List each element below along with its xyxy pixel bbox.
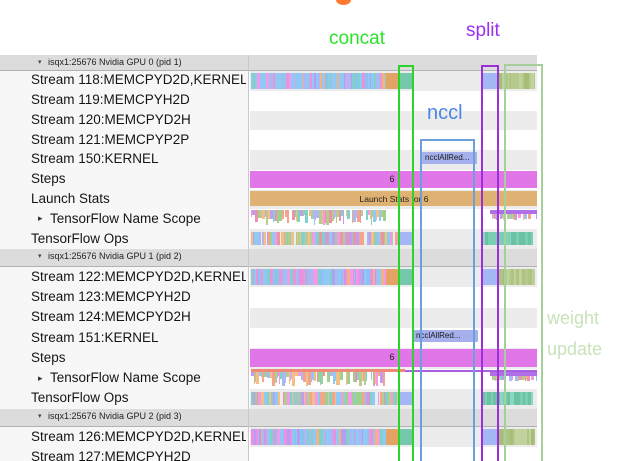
row-label: TensorFlow Name Scope [50, 370, 201, 386]
concat-annotation-label: concat [329, 28, 385, 49]
row-label-cell[interactable]: Steps [0, 170, 248, 190]
expander-icon[interactable]: ▸ [38, 372, 43, 383]
nccl-allreduce-event-label: ncclAllRed... [416, 330, 461, 340]
row-label: TensorFlow Ops [31, 230, 129, 246]
row-label: TensorFlow Ops [31, 390, 129, 406]
steps-bar-label: 6 [389, 352, 395, 363]
row-label-cell[interactable]: Steps [0, 348, 248, 368]
row-label-cell[interactable]: TensorFlow Ops [0, 389, 248, 409]
row-label: Launch Stats [31, 191, 110, 207]
row-label-cell[interactable]: Stream 122:MEMCPYD2D,KERNEL,MI [0, 267, 248, 287]
stream-activity-bar[interactable] [251, 269, 386, 286]
stream-concat-segment[interactable] [400, 429, 414, 446]
split-annotation-box [481, 65, 499, 461]
namescope-purple-bar[interactable] [490, 209, 537, 214]
steps-bar[interactable] [250, 170, 537, 188]
row-label-cell[interactable]: Stream 119:MEMCPYH2D [0, 91, 248, 111]
nccl-allreduce-event-label: ncclAllRed... [425, 153, 470, 163]
row-label-cell[interactable]: Stream 120:MEMCPYD2H [0, 111, 248, 131]
collapse-triangle-icon[interactable]: ▾ [38, 253, 42, 261]
stream-weight-update-segment[interactable] [498, 73, 535, 89]
stream-concat-segment[interactable] [400, 73, 414, 89]
row-label-cell[interactable]: Stream 150:KERNEL [0, 150, 248, 170]
stream-activity-bar[interactable] [251, 73, 386, 89]
row-label-cell[interactable]: Stream 118:MEMCPYD2D,KERNEL,ME [0, 71, 248, 91]
split-annotation-label: split [466, 20, 500, 41]
row-label: Stream 118:MEMCPYD2D,KERNEL,ME [31, 72, 246, 88]
weight-update-annotation-box [504, 64, 543, 461]
stream-orange-segment[interactable] [386, 269, 400, 286]
row-label-cell[interactable]: Stream 124:MEMCPYD2H [0, 308, 248, 328]
gpu-section-title: isqx1:25676 Nvidia GPU 2 (pid 3) [48, 411, 182, 422]
weight-update-line2: update [547, 339, 603, 359]
row-label: Stream 122:MEMCPYD2D,KERNEL,MI [31, 268, 246, 284]
row-label: Stream 121:MEMCPYP2P [31, 131, 190, 147]
weight-update-line1: weight [547, 308, 600, 328]
steps-bar-label: 6 [389, 173, 395, 184]
tf-ops-ticks[interactable] [251, 232, 400, 245]
row-label-cell[interactable]: Stream 123:MEMCPYH2D [0, 287, 248, 307]
row-label: Stream 150:KERNEL [31, 151, 159, 167]
label-column [0, 267, 248, 410]
namescope-purple-line [405, 369, 537, 372]
row-label-cell[interactable]: Launch Stats [0, 190, 248, 210]
nccl-annotation-box [420, 139, 475, 461]
stream-activity-bar[interactable] [251, 429, 386, 446]
stream-concat-segment[interactable] [400, 269, 414, 286]
concat-annotation-box [398, 65, 414, 461]
collapse-triangle-icon[interactable]: ▾ [38, 413, 42, 421]
row-label-cell[interactable]: Stream 121:MEMCPYP2P [0, 130, 248, 150]
row-label: Steps [31, 171, 66, 187]
row-label-cell[interactable]: Stream 127:MEMCPYH2D [0, 447, 248, 461]
row-label-cell[interactable]: TensorFlow Ops [0, 229, 248, 249]
row-label-cell[interactable]: Stream 126:MEMCPYD2D,KERNEL,MI [0, 427, 248, 447]
row-label-cell[interactable]: Stream 151:KERNEL [0, 328, 248, 348]
row-label-cell[interactable]: ▸ TensorFlow Name Scope [0, 369, 248, 389]
launch-stats-bar-label: Launch Stats for 6 [359, 193, 429, 204]
row-label: Stream 127:MEMCPYH2D [31, 448, 191, 461]
namescope-ticks[interactable] [251, 210, 386, 226]
row-label: Stream 119:MEMCPYH2D [31, 92, 190, 108]
collapse-triangle-icon[interactable]: ▾ [38, 59, 42, 66]
stream-weight-update-segment[interactable] [498, 429, 535, 446]
namescope-ticks[interactable] [251, 371, 386, 387]
stream-split-segment[interactable] [483, 429, 497, 446]
weight-update-annotation-label: weight update [547, 303, 602, 365]
nccl-allreduce-event[interactable]: ncclAllRed... [422, 152, 477, 165]
gpu-section-title: isqx1:25676 Nvidia GPU 1 (pid 2) [48, 251, 182, 262]
gpu-section-header[interactable]: ▾ isqx1:25676 Nvidia GPU 2 (pid 3) [0, 409, 537, 428]
label-column [0, 427, 248, 461]
expander-icon[interactable]: ▸ [38, 213, 43, 224]
gpu-section-header[interactable]: ▾ isqx1:25676 Nvidia GPU 1 (pid 2) [0, 249, 537, 268]
nccl-annotation-label: nccl [427, 102, 463, 124]
nccl-allreduce-event[interactable]: ncclAllRed... [413, 329, 478, 342]
tf-ops-concat-block[interactable] [400, 391, 413, 406]
row-label: Stream 120:MEMCPYD2H [31, 111, 191, 127]
stream-orange-segment[interactable] [386, 73, 400, 89]
row-label: Stream 123:MEMCPYH2D [31, 288, 191, 304]
namescope-marker-line [251, 369, 405, 372]
cutoff-text-fragment [336, 0, 351, 5]
timeline-row-bg [250, 110, 537, 131]
row-label-cell[interactable]: ▸ TensorFlow Name Scope [0, 209, 248, 229]
label-column [0, 71, 248, 250]
gpu-section-title: isqx1:25676 Nvidia GPU 0 (pid 1) [48, 57, 182, 67]
tf-ops-concat-block[interactable] [400, 232, 413, 245]
steps-bar[interactable] [250, 349, 537, 367]
row-label: TensorFlow Name Scope [50, 210, 201, 226]
gpu-section-header[interactable]: ▾ isqx1:25676 Nvidia GPU 0 (pid 1) [0, 55, 537, 71]
row-label: Stream 126:MEMCPYD2D,KERNEL,MI [31, 428, 246, 444]
row-label: Steps [31, 349, 66, 365]
stream-split-segment[interactable] [483, 73, 497, 89]
row-label: Stream 124:MEMCPYD2H [31, 309, 191, 325]
stream-orange-segment[interactable] [386, 429, 400, 446]
launch-stats-bar[interactable] [250, 190, 537, 207]
namescope-purple-bar[interactable] [490, 371, 537, 376]
stream-split-segment[interactable] [483, 269, 497, 286]
tf-ops-ticks[interactable] [251, 391, 400, 406]
column-divider[interactable] [248, 55, 249, 461]
row-label: Stream 151:KERNEL [31, 329, 159, 345]
timeline-row-bg [250, 307, 537, 328]
